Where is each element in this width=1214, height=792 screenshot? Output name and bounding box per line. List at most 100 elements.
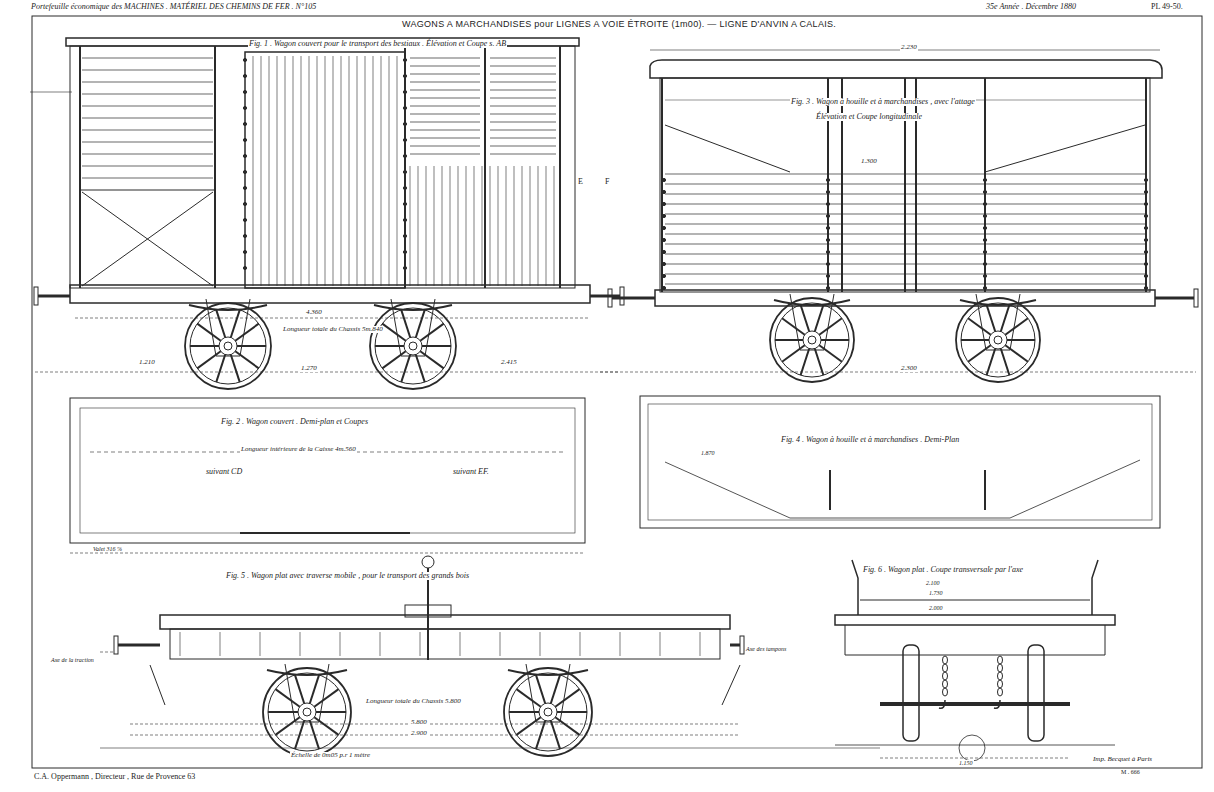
axis-label: Axe des tampons — [745, 646, 787, 652]
chassis-bolt — [380, 632, 381, 656]
rivet — [983, 274, 986, 277]
post — [214, 46, 216, 288]
underframe — [655, 290, 1155, 306]
plan-floor — [648, 404, 1152, 520]
leaf-spring — [774, 300, 850, 305]
spoke — [819, 318, 842, 334]
wheel-ring — [770, 298, 854, 382]
louvre — [490, 98, 556, 99]
rivet — [983, 262, 986, 265]
rivet — [403, 154, 406, 157]
leaf-spring — [960, 300, 1036, 305]
plank — [341, 56, 342, 286]
plank — [82, 70, 213, 71]
rivet — [403, 122, 406, 125]
chassis-bolt — [500, 632, 501, 656]
wheel-ring — [504, 668, 592, 756]
rivet — [826, 178, 829, 181]
coal-wagon-plan — [640, 396, 1160, 528]
plank — [522, 166, 523, 286]
rivet — [662, 226, 665, 229]
stake — [1092, 560, 1098, 615]
spoke — [197, 351, 220, 368]
chassis-bolt — [620, 632, 621, 656]
wheel-section — [1028, 645, 1044, 741]
spoke — [516, 717, 540, 735]
plank — [474, 166, 475, 286]
rivet — [243, 250, 246, 253]
buffer-head — [740, 636, 744, 654]
rivet — [826, 226, 829, 229]
rivet — [243, 122, 246, 125]
dimension-note: Valet 316 % — [92, 546, 123, 552]
rivet — [983, 226, 986, 229]
louvre — [490, 146, 556, 147]
hoop — [665, 125, 790, 172]
figure-caption: Fig. 1 . Wagon couvert pour le transport… — [248, 40, 507, 48]
chassis-bolt — [180, 632, 181, 656]
spoke — [416, 355, 425, 383]
dimension-line — [35, 372, 620, 373]
plank — [373, 56, 374, 286]
post — [984, 78, 986, 292]
plank — [530, 166, 531, 286]
spoke — [536, 721, 545, 750]
rivet — [243, 154, 246, 157]
spoke — [1001, 349, 1010, 376]
stanchion — [984, 470, 986, 510]
brake-lever — [722, 665, 740, 705]
wheel-ring — [224, 342, 232, 350]
rivet — [1144, 178, 1147, 181]
rivet — [243, 138, 246, 141]
buffer — [730, 644, 740, 647]
rivet — [243, 266, 246, 269]
rivet — [403, 186, 406, 189]
spoke — [310, 675, 319, 704]
dimension-line — [100, 748, 880, 749]
section-letter: E — [577, 178, 584, 186]
spoke — [401, 355, 410, 383]
flat-wagon-section — [835, 560, 1115, 761]
louvre — [410, 98, 480, 99]
wheel-ring — [404, 337, 422, 355]
wheel-ring — [370, 303, 456, 389]
hoop — [985, 125, 1145, 172]
chassis-bolt — [220, 632, 221, 656]
section-label: suivant CD — [205, 468, 243, 476]
dimension-line — [70, 553, 585, 554]
spoke — [416, 310, 425, 338]
section-label: suivant EF. — [452, 468, 490, 476]
buffer — [1155, 297, 1194, 300]
roof — [650, 60, 1162, 78]
leaf-spring — [189, 305, 267, 310]
spoke — [551, 721, 560, 750]
spoke — [235, 351, 258, 368]
plank — [82, 82, 213, 83]
dimension-note: Longueur totale du Chassis 5m.840 — [282, 326, 384, 333]
post — [1145, 78, 1147, 292]
buffer-head — [114, 636, 118, 654]
plank — [309, 56, 310, 286]
plank — [82, 94, 213, 95]
rivet — [662, 274, 665, 277]
wheel-ring — [544, 708, 552, 716]
covered-wagon — [30, 38, 624, 372]
rivet — [243, 186, 246, 189]
stake — [852, 560, 858, 615]
rivet — [1144, 262, 1147, 265]
spoke — [1001, 305, 1010, 332]
spoke — [295, 721, 304, 750]
buffer-head — [34, 287, 38, 305]
plank — [253, 56, 254, 286]
rivet — [983, 286, 986, 289]
plank — [301, 56, 302, 286]
post — [559, 46, 561, 288]
rivet — [1144, 226, 1147, 229]
buffer — [612, 297, 655, 300]
plan-outline — [70, 398, 585, 543]
scale-note: Échelle de 0m05 p.r 1 mètre — [290, 752, 371, 759]
door — [245, 52, 405, 288]
buffer-head — [1194, 289, 1198, 307]
wheel — [956, 294, 1040, 382]
flat-wagon — [100, 556, 880, 748]
